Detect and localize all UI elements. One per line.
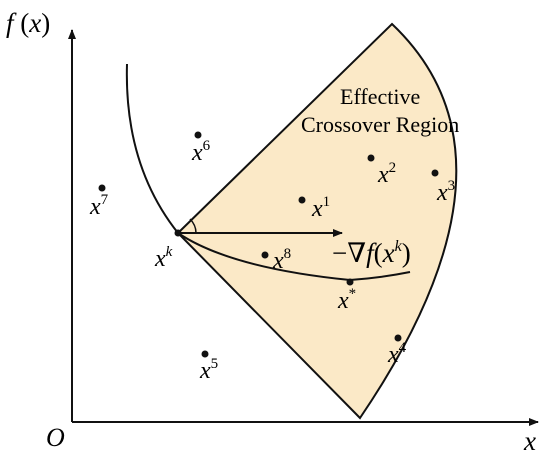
objective-curve: [125, 63, 179, 234]
crossover-region: [176, 22, 458, 420]
point-x8-marker: [261, 251, 269, 259]
point-x7-marker: [98, 184, 106, 192]
point-x1-marker: [298, 196, 306, 204]
point-x3-label: x3: [436, 178, 455, 206]
gradient-label: −∇f(xk): [332, 238, 411, 268]
angle-arc: [189, 218, 197, 234]
point-x4-label: x4: [387, 340, 407, 368]
point-x6-label: x6: [191, 138, 211, 166]
point-x3-marker: [431, 169, 439, 177]
point-x7-label: x7: [89, 192, 109, 220]
point-x1-label: x1: [311, 194, 330, 222]
point-xstar-label: x*: [337, 286, 356, 314]
point-xk-marker: [174, 229, 182, 237]
point-xstar-marker: [346, 278, 354, 286]
point-xk-label: xk: [154, 244, 173, 272]
point-x2-label: x2: [377, 160, 396, 188]
y-axis-label: f (x): [6, 8, 50, 38]
x-axis-label: x: [523, 426, 536, 456]
point-x5-label: x5: [199, 356, 218, 384]
point-x2-marker: [367, 154, 375, 162]
point-x8-label: x8: [272, 246, 291, 274]
point-x6-marker: [194, 131, 202, 139]
point-x5-marker: [201, 350, 209, 358]
path-curve: [177, 232, 411, 282]
region-label-line2: Crossover Region: [301, 112, 459, 137]
region-label-line1: Effective: [340, 84, 420, 109]
origin-label: O: [46, 423, 65, 452]
point-x4-marker: [394, 334, 402, 342]
